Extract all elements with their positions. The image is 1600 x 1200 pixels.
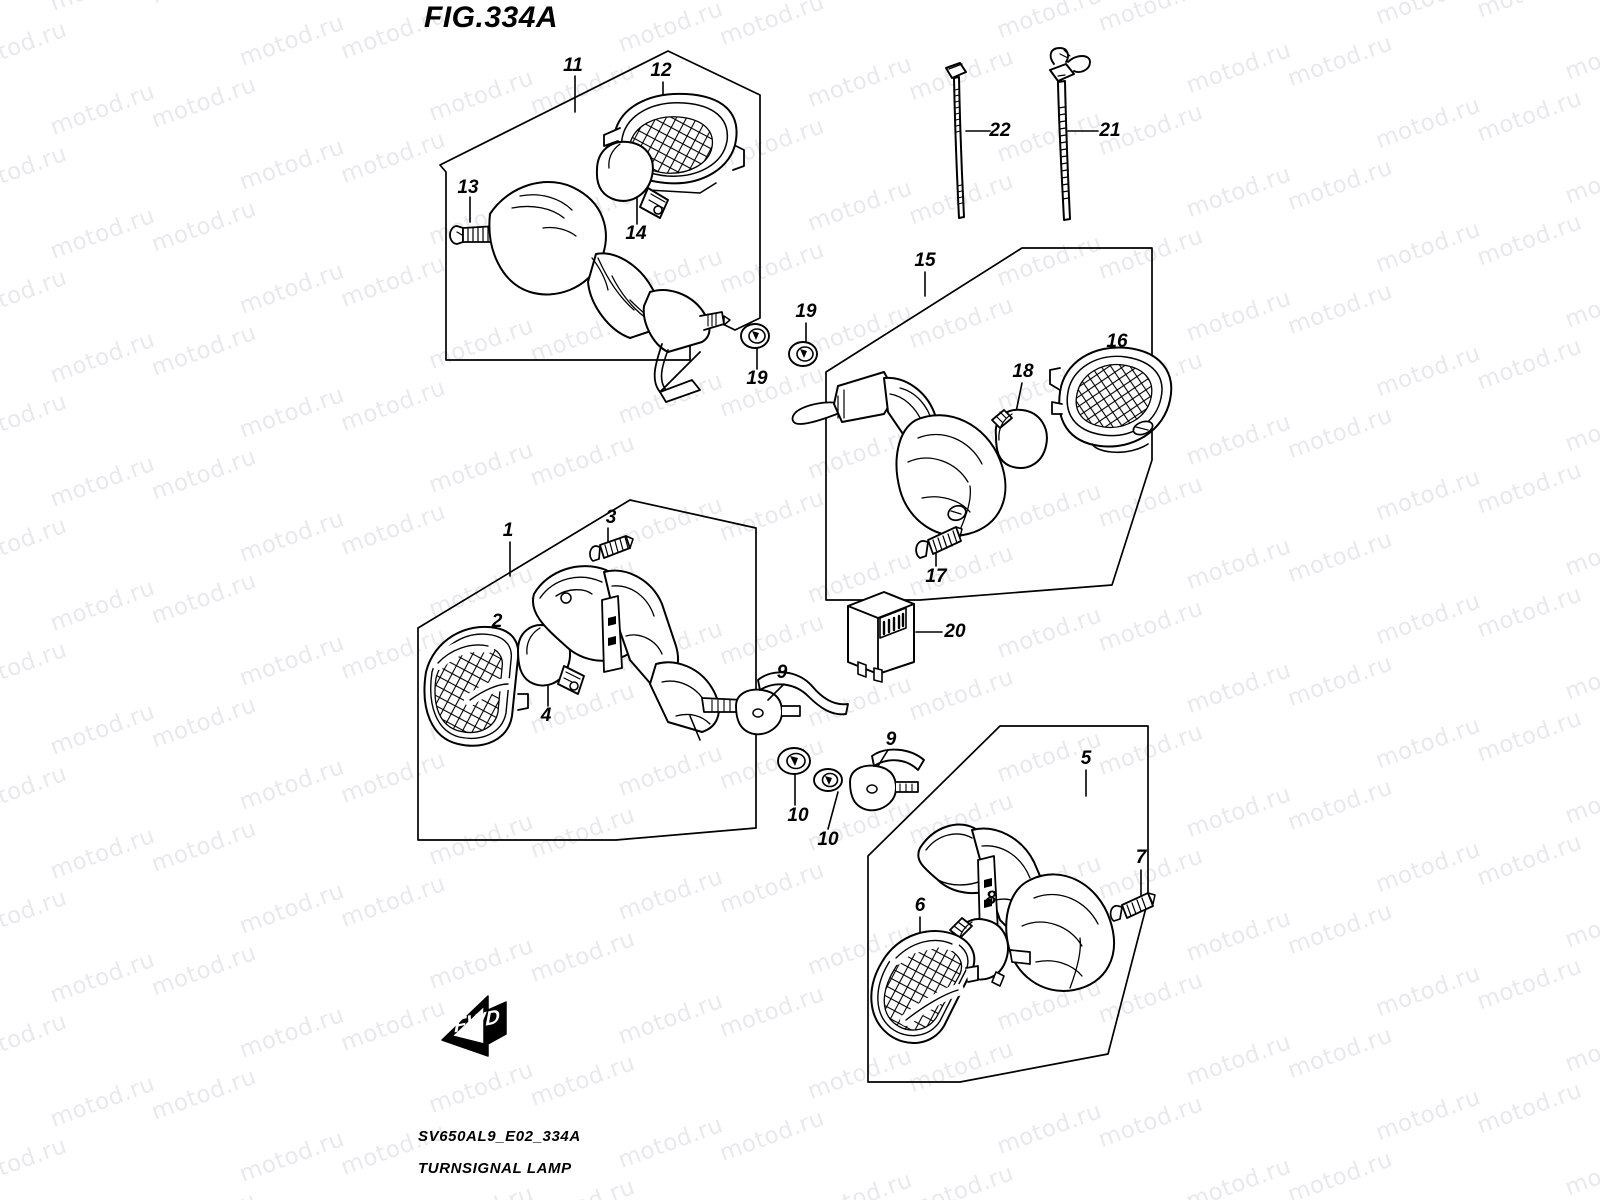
callout-front-turnsignal-lamp-assembly-right: 5 bbox=[1080, 748, 1092, 769]
part-18-bulb bbox=[991, 408, 1048, 469]
part-5-lamp-body bbox=[917, 823, 1115, 992]
part-3-screw bbox=[589, 535, 634, 562]
figure-title: FIG.334A bbox=[424, 1, 559, 34]
callout-bulb-rear-left: 14 bbox=[625, 223, 647, 244]
part-6-lens bbox=[870, 930, 979, 1045]
callout-bulb-rear-right: 18 bbox=[1012, 361, 1034, 382]
callout-screw-lens-front-left: 3 bbox=[605, 507, 617, 528]
callout-nut-rear-lamp-left: 19 bbox=[746, 368, 768, 389]
part-1-lamp-body bbox=[531, 565, 753, 741]
callout-lamp-bracket-cushion-lower: 9 bbox=[885, 729, 897, 750]
assembly-box-5 bbox=[867, 725, 1149, 1083]
fwd-arrow-marker bbox=[441, 995, 507, 1057]
assembly-box-1 bbox=[417, 499, 757, 841]
part-9-cushion-upper bbox=[735, 671, 849, 736]
callout-bulb-front-left: 4 bbox=[540, 705, 552, 726]
callout-cable-tie-short: 22 bbox=[989, 120, 1011, 141]
part-10-nut-lower bbox=[813, 768, 843, 792]
part-2-lens bbox=[423, 625, 529, 747]
callout-nut-lamp-lower: 10 bbox=[817, 829, 839, 850]
part-15-lamp-body bbox=[791, 371, 1007, 537]
callout-front-turnsignal-lamp-assembly-left: 1 bbox=[502, 520, 514, 541]
part-19-nut-left bbox=[740, 323, 770, 349]
part-16-lens bbox=[1049, 346, 1173, 454]
part-14-bulb bbox=[595, 140, 669, 219]
callout-lens-rear-left: 12 bbox=[650, 60, 672, 81]
part-9-cushion-lower bbox=[849, 748, 925, 812]
callout-lens-front-right: 6 bbox=[914, 895, 926, 916]
callout-screw-lens-rear-left: 13 bbox=[457, 177, 479, 198]
footer-figure-name: TURNSIGNAL LAMP bbox=[418, 1160, 572, 1177]
callout-lens-front-left: 2 bbox=[491, 611, 503, 632]
part-4-bulb bbox=[517, 624, 585, 695]
callout-lens-rear-right: 16 bbox=[1106, 331, 1128, 352]
part-10-nut-upper bbox=[777, 747, 811, 775]
callout-bulb-front-right: 8 bbox=[985, 888, 997, 909]
callout-screw-lens-front-right: 7 bbox=[1135, 847, 1147, 868]
part-19-nut-right bbox=[788, 341, 818, 367]
part-7-screw bbox=[1109, 892, 1156, 922]
part-17-screw bbox=[915, 526, 963, 559]
callout-turnsignal-relay: 20 bbox=[944, 621, 966, 642]
callout-nut-rear-lamp-right: 19 bbox=[795, 301, 817, 322]
part-21-cable-tie-long bbox=[1049, 47, 1091, 221]
callout-cable-tie-long: 21 bbox=[1099, 120, 1121, 141]
assembly-box-15 bbox=[825, 247, 1153, 601]
part-20-relay bbox=[847, 591, 915, 683]
part-11-lamp-body bbox=[488, 181, 731, 403]
footer-part-code: SV650AL9_E02_334A bbox=[418, 1128, 581, 1145]
callout-rear-turnsignal-lamp-assembly-left: 11 bbox=[563, 55, 583, 76]
part-22-cable-tie-short bbox=[945, 62, 967, 219]
callout-screw-lens-rear-right: 17 bbox=[925, 566, 947, 587]
callout-nut-lamp-upper: 10 bbox=[787, 805, 809, 826]
callout-rear-turnsignal-lamp-assembly-right: 15 bbox=[914, 250, 936, 271]
callout-lamp-bracket-cushion-upper: 9 bbox=[776, 662, 788, 683]
